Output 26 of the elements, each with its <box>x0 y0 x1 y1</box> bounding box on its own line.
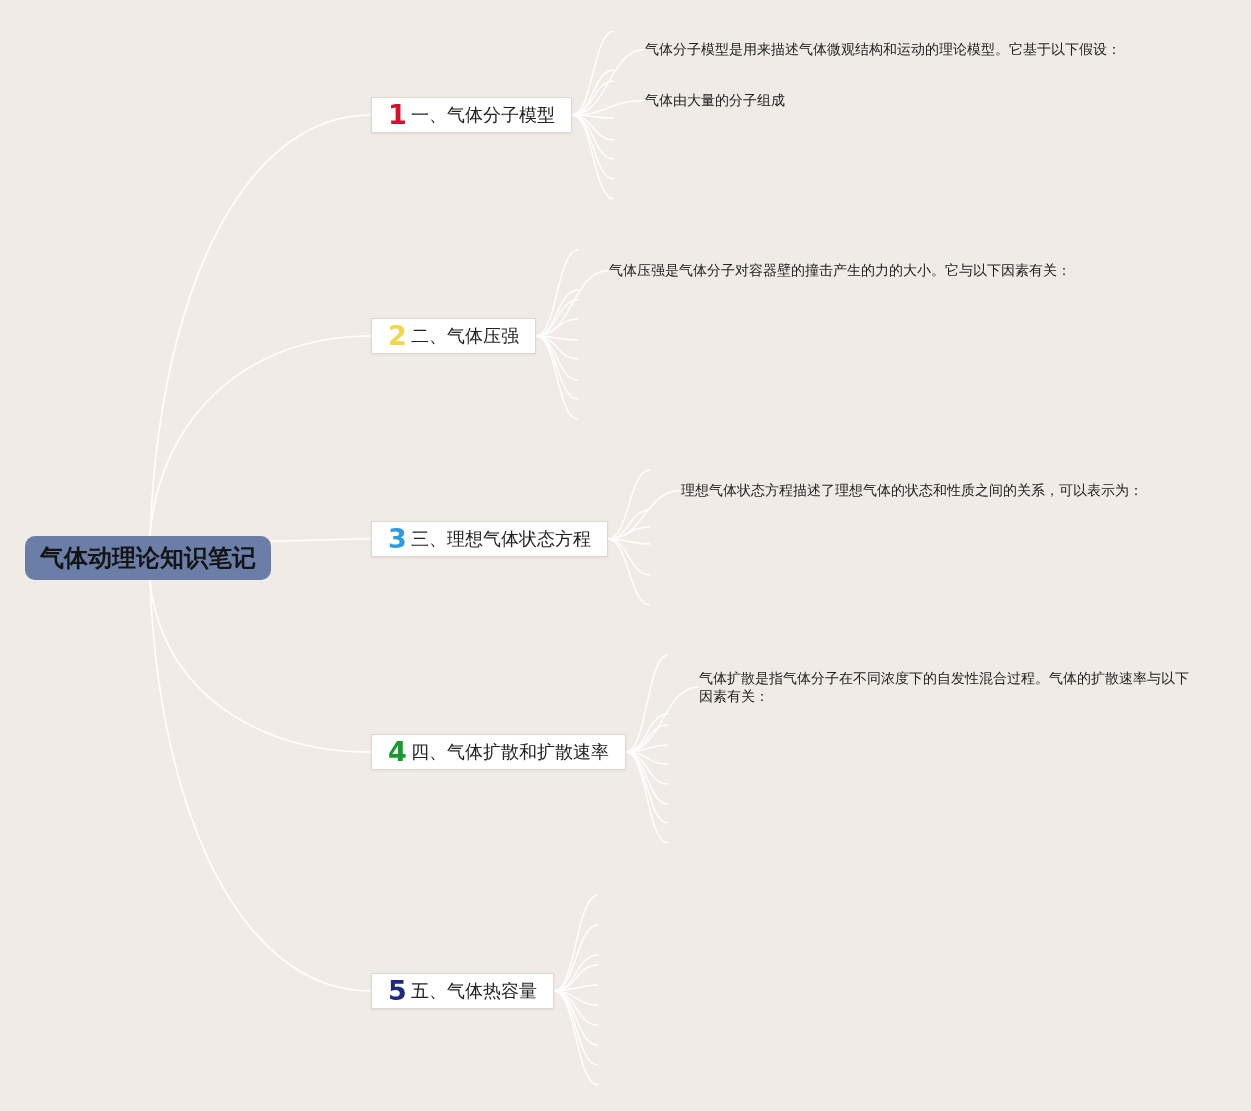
connector <box>535 335 579 420</box>
note-text: 气体压强是气体分子对容器壁的撞击产生的力的大小。它与以下因素有关： <box>609 262 1071 279</box>
topic-title: 四、气体扩散和扩散速率 <box>410 740 609 764</box>
step-number: 5 <box>388 976 407 1006</box>
step-number: 3 <box>388 524 407 554</box>
connector <box>625 751 669 844</box>
connector <box>571 114 615 200</box>
central-topic: 气体动理论知识笔记 <box>25 536 271 580</box>
note-text: 气体分子模型是用来描述气体微观结构和运动的理论模型。它基于以下假设： <box>645 41 1121 58</box>
topic-title: 五、气体热容量 <box>410 979 537 1003</box>
connector <box>553 990 599 1086</box>
note-text: 气体扩散是指气体分子在不同浓度下的自发性混合过程。气体的扩散速率与以下因素有关： <box>699 669 1202 705</box>
connector <box>149 579 372 992</box>
topic-box <box>371 318 536 354</box>
note-text: 理想气体状态方程描述了理想气体的状态和性质之间的关系，可以表示为： <box>681 482 1143 499</box>
step-number: 4 <box>388 737 407 767</box>
step-number: 2 <box>388 321 407 351</box>
step-number: 1 <box>388 100 407 130</box>
topic-title: 一、气体分子模型 <box>410 103 555 127</box>
topic-title: 二、气体压强 <box>410 324 519 348</box>
topic-box <box>371 973 554 1009</box>
note-text: 气体由大量的分子组成 <box>645 92 785 109</box>
topic-box <box>371 734 626 770</box>
topic-title: 三、理想气体状态方程 <box>410 527 591 551</box>
topic-box <box>371 521 608 557</box>
topic-box <box>371 97 572 133</box>
